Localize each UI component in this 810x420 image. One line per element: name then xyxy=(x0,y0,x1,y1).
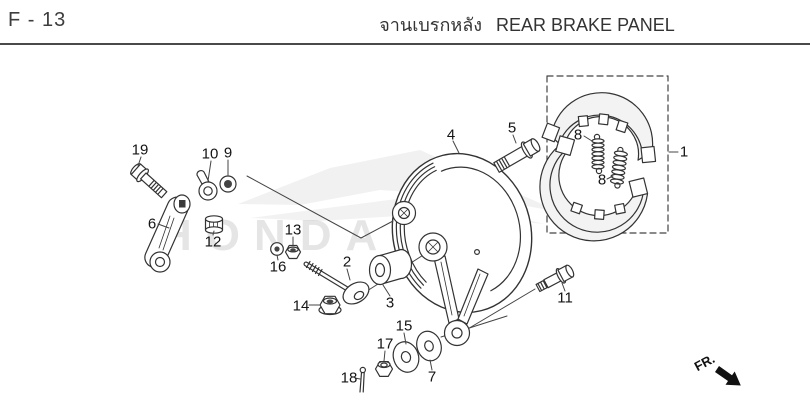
axle-nut-17 xyxy=(374,360,394,377)
tab-washer xyxy=(196,170,218,201)
brake-shoe-lower xyxy=(539,135,649,242)
drum-face-hole xyxy=(474,249,481,256)
brake-shoe-set-box xyxy=(546,75,669,234)
page-title-thai: จานเบรกหลัง xyxy=(379,15,483,35)
shoe-spring-right xyxy=(609,146,628,189)
small-nut-16 xyxy=(270,242,284,256)
page-title-en: REAR BRAKE PANEL xyxy=(496,15,675,35)
shoe-spring-left xyxy=(591,133,605,175)
cotter-pin xyxy=(359,366,366,393)
side-collar xyxy=(368,248,413,286)
brake-cam-boss xyxy=(391,200,417,226)
panel-stay-bracket xyxy=(433,255,489,347)
arm-pinch-bolt xyxy=(130,163,168,199)
flange-nut-14 xyxy=(318,295,342,316)
brake-rod xyxy=(303,260,370,305)
washer-15 xyxy=(392,341,420,373)
cam-nut xyxy=(219,175,237,193)
header-divider xyxy=(0,43,810,45)
adjuster-nut xyxy=(204,215,224,234)
fr-direction-arrow xyxy=(715,366,741,386)
page-title: จานเบรกหลัง REAR BRAKE PANEL xyxy=(379,10,675,39)
cam-bolt xyxy=(493,138,541,173)
brake-arm xyxy=(144,194,191,273)
stay-bolt xyxy=(535,264,575,293)
washer-7 xyxy=(416,330,442,362)
honda-watermark-text: HONDA xyxy=(160,211,392,260)
axle-hub-boss xyxy=(418,232,448,262)
brake-shoe-upper xyxy=(541,92,657,164)
callout-leader-lines xyxy=(137,134,679,380)
hex-nut-13 xyxy=(284,244,302,260)
page-code: F - 13 xyxy=(8,9,67,31)
